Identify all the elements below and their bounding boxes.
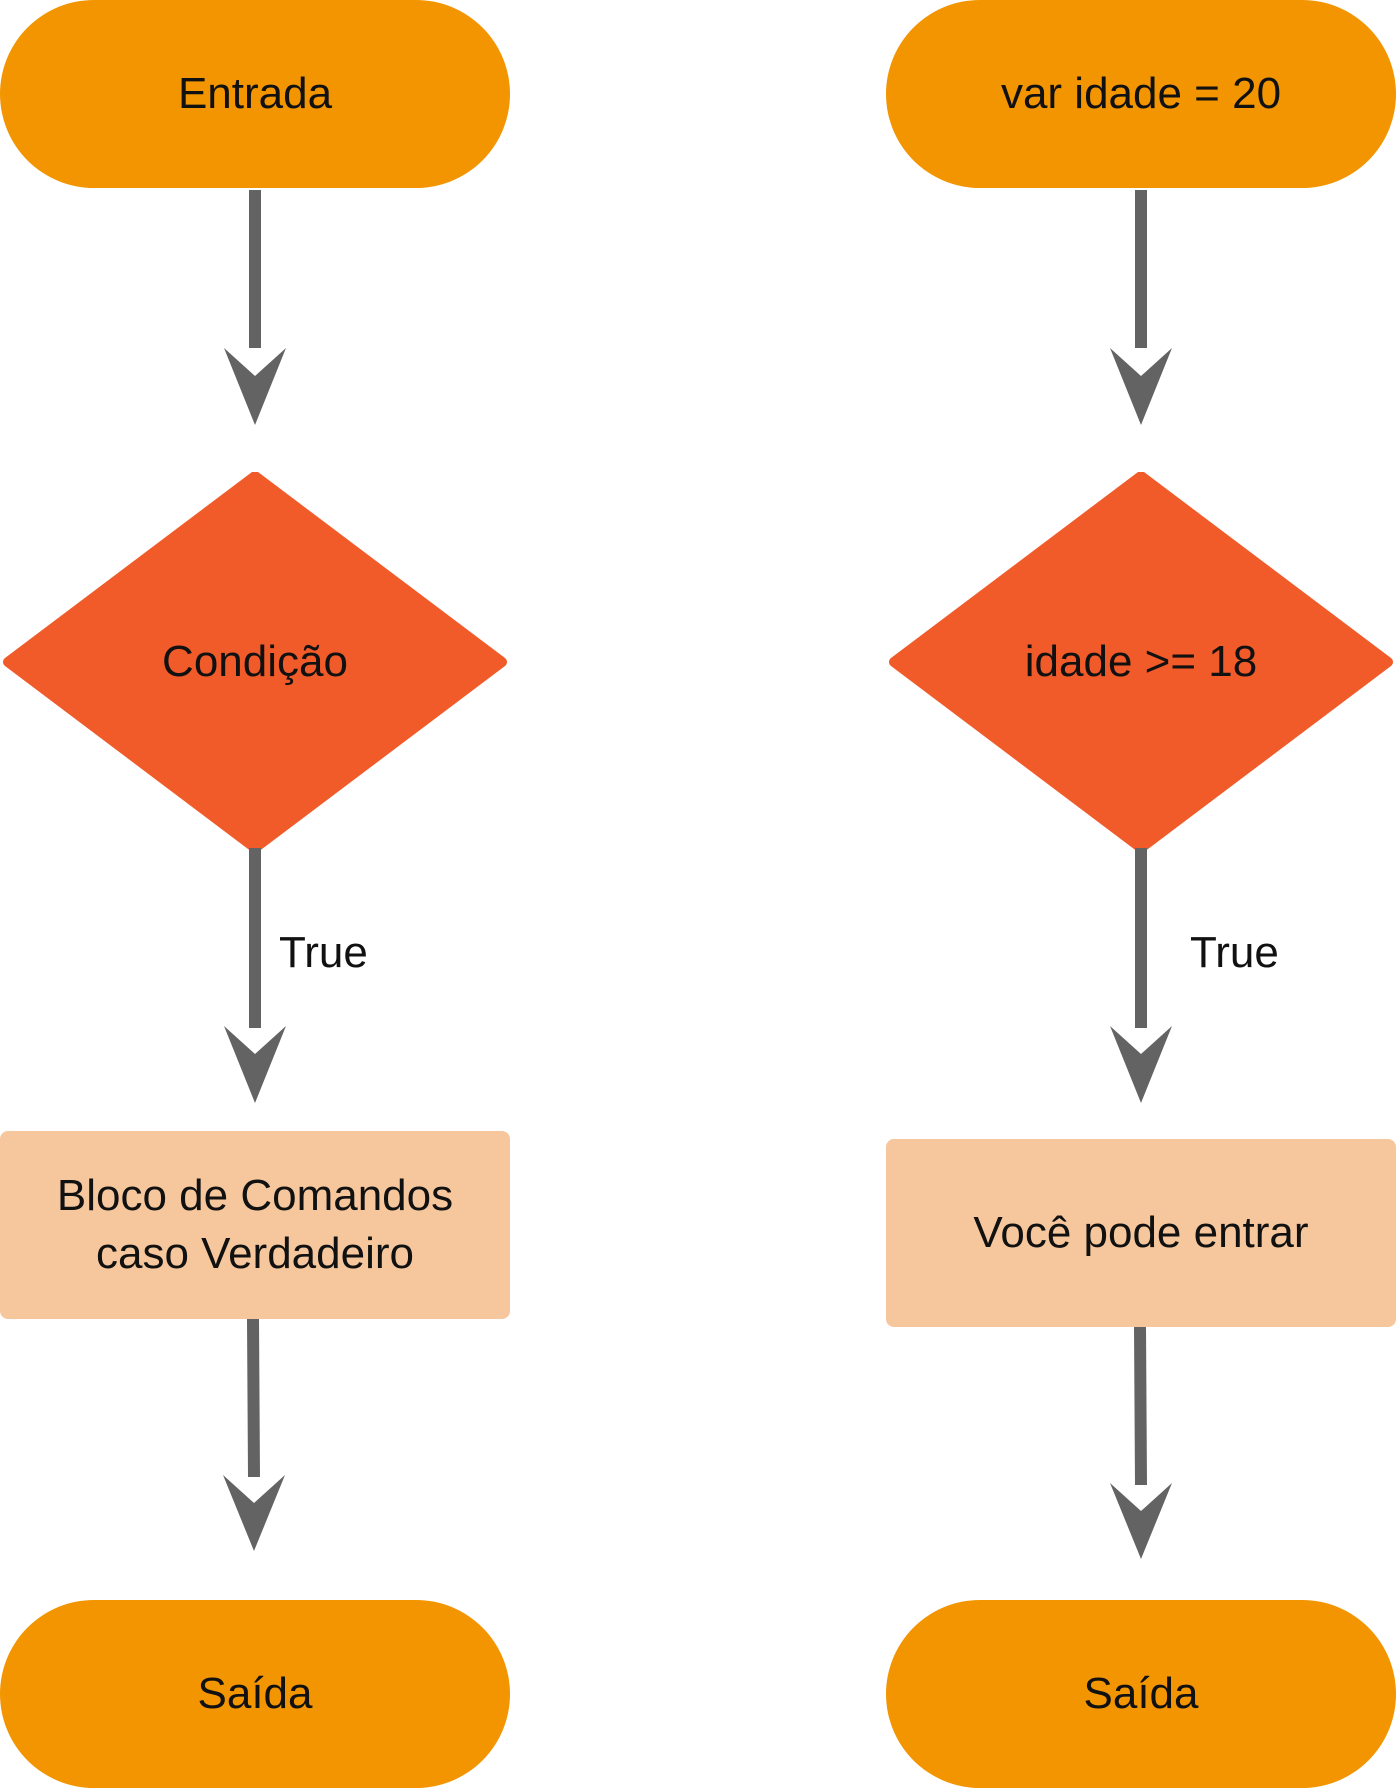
end-terminal: Saída (886, 1600, 1396, 1788)
process-label-line2: caso Verdadeiro (96, 1229, 414, 1278)
true-edge-label: True (279, 928, 368, 977)
flowchart-generic: Entrada Condição True Bloco de Comandos … (0, 0, 510, 1788)
arrow-start-to-decision (224, 190, 286, 425)
arrow-decision-to-process (1110, 848, 1172, 1103)
process-block: Bloco de Comandos caso Verdadeiro (0, 1131, 510, 1319)
start-terminal: var idade = 20 (886, 0, 1396, 188)
end-terminal: Saída (0, 1600, 510, 1788)
process-label-line1: Bloco de Comandos (56, 1171, 454, 1220)
process-label: Você pode entrar (973, 1208, 1309, 1257)
decision-diamond: Condição (0, 472, 510, 852)
start-terminal: Entrada (0, 0, 510, 188)
decision-diamond: idade >= 18 (886, 472, 1396, 852)
arrow-start-to-decision (1110, 190, 1172, 425)
decision-label: idade >= 18 (1024, 637, 1258, 686)
arrow-decision-to-process (224, 848, 286, 1103)
arrow-process-to-end (1110, 1327, 1172, 1559)
arrow-process-to-end (223, 1319, 285, 1551)
end-label: Saída (197, 1669, 313, 1718)
decision-label: Condição (162, 637, 348, 686)
flowchart-example: var idade = 20 idade >= 18 True Você pod… (886, 0, 1396, 1788)
process-block: Você pode entrar (886, 1139, 1396, 1327)
true-edge-label: True (1190, 928, 1279, 977)
start-label: Entrada (177, 69, 333, 118)
end-label: Saída (1083, 1669, 1199, 1718)
start-label: var idade = 20 (1000, 69, 1282, 118)
